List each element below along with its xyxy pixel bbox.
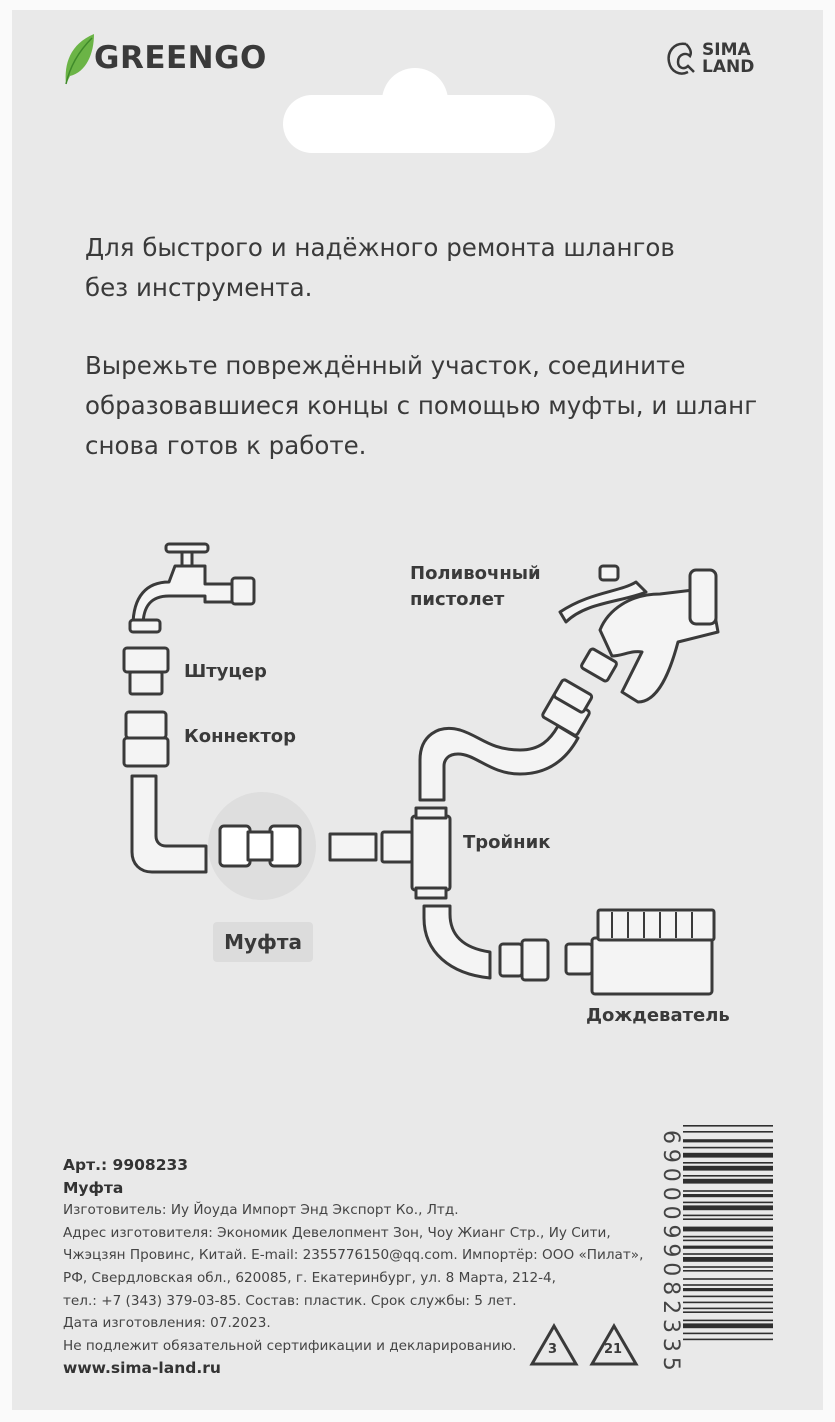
info-line: Чжэцзян Провинс, Китай. E-mail: 23557761… bbox=[63, 1247, 644, 1264]
barcode-bar bbox=[683, 1131, 773, 1133]
package-card bbox=[12, 10, 823, 1410]
connection-diagram bbox=[122, 542, 720, 996]
spray-gun-icon bbox=[558, 564, 720, 704]
barcode-bar bbox=[683, 1139, 773, 1143]
barcode-bar bbox=[683, 1194, 773, 1198]
barcode-bar bbox=[683, 1284, 773, 1286]
adapter-icon bbox=[122, 646, 170, 696]
product-info: Арт.: 9908233 Муфта Изготовитель: Иу Йоу… bbox=[63, 1154, 643, 1380]
hose-left bbox=[130, 774, 208, 874]
intro-paragraph-2: Вырежьте повреждённый участок, соедините… bbox=[85, 351, 758, 460]
sprinkler-connector-icon bbox=[498, 938, 550, 982]
info-line: Не подлежит обязательной сертификации и … bbox=[63, 1337, 517, 1354]
barcode-bar bbox=[683, 1226, 773, 1232]
website: www.sima-land.ru bbox=[63, 1359, 221, 1378]
barcode-bar bbox=[683, 1257, 773, 1262]
barcode-bar bbox=[683, 1205, 773, 1211]
recycling-icon-21: 21 bbox=[588, 1322, 640, 1372]
gun-connector-icon bbox=[541, 678, 594, 737]
hose-lower bbox=[422, 904, 492, 980]
sima-land-logo: SIMA LAND bbox=[664, 40, 754, 78]
tee-label: Тройник bbox=[463, 832, 551, 853]
coupling-label: Муфта bbox=[213, 922, 313, 962]
recycling-icon-3: 3 bbox=[528, 1322, 580, 1372]
barcode-bar bbox=[683, 1319, 773, 1322]
barcode-bar bbox=[683, 1288, 773, 1292]
barcode-bar bbox=[683, 1178, 773, 1184]
barcode-bar bbox=[683, 1253, 773, 1255]
barcode-bar bbox=[683, 1214, 773, 1217]
greengo-logo: GREENGO bbox=[62, 30, 267, 86]
hose-upper bbox=[418, 724, 580, 802]
spray-gun-label: Поливочный пистолет bbox=[410, 563, 541, 610]
barcode-bar bbox=[683, 1162, 773, 1164]
barcode-bar bbox=[683, 1239, 773, 1242]
faucet-icon bbox=[128, 542, 256, 634]
barcode-bar bbox=[683, 1235, 773, 1238]
barcode-bar bbox=[683, 1323, 773, 1329]
connector-label: Коннектор bbox=[184, 726, 297, 747]
info-line: Дата изготовления: 07.2023. bbox=[63, 1315, 271, 1332]
barcode-bar bbox=[683, 1146, 773, 1149]
dolphin-icon bbox=[667, 42, 695, 75]
hanger-hole-slot bbox=[283, 95, 555, 153]
barcode-bar bbox=[683, 1125, 773, 1127]
barcode-bar bbox=[683, 1245, 773, 1249]
sprinkler-label: Дождеватель bbox=[586, 1005, 730, 1026]
barcode-bar bbox=[683, 1338, 773, 1341]
barcode-bar bbox=[683, 1152, 773, 1158]
product-name: Муфта bbox=[63, 1178, 124, 1197]
tee-icon bbox=[380, 806, 452, 900]
barcode-bar bbox=[683, 1266, 773, 1268]
barcode-bar bbox=[683, 1278, 773, 1280]
barcode-bar bbox=[683, 1311, 773, 1313]
leaf-icon bbox=[65, 34, 94, 85]
barcode-bar bbox=[683, 1301, 773, 1304]
barcode-bar bbox=[683, 1201, 773, 1204]
barcode-bar bbox=[683, 1295, 773, 1298]
barcode-bar bbox=[683, 1332, 773, 1335]
article-number: Арт.: 9908233 bbox=[63, 1156, 189, 1174]
hose-segment bbox=[328, 832, 378, 862]
barcode-bar bbox=[683, 1307, 773, 1310]
coupling-icon bbox=[218, 824, 302, 868]
barcode-bar bbox=[683, 1175, 773, 1177]
barcode-bar bbox=[683, 1165, 773, 1171]
info-line: тел.: +7 (343) 379-03-85. Состав: пласти… bbox=[63, 1292, 517, 1309]
info-line: Адрес изготовителя: Экономик Девелопмент… bbox=[63, 1224, 611, 1241]
adapter-label: Штуцер bbox=[184, 661, 267, 682]
barcode-bar bbox=[683, 1218, 773, 1220]
barcode bbox=[683, 1125, 773, 1341]
intro-paragraph-1: Для быстрого и надёжного ремонта шлангов… bbox=[85, 233, 675, 302]
info-line: РФ, Свердловская обл., 620085, г. Екатер… bbox=[63, 1269, 556, 1286]
barcode-bar bbox=[683, 1270, 773, 1272]
barcode-digits: 6900099082335 bbox=[658, 1130, 683, 1376]
barcode-bar bbox=[683, 1190, 773, 1192]
connector-icon bbox=[122, 710, 170, 768]
info-line: Изготовитель: Иу Йоуда Импорт Энд Экспор… bbox=[63, 1202, 459, 1219]
sprinkler-icon bbox=[564, 908, 716, 996]
